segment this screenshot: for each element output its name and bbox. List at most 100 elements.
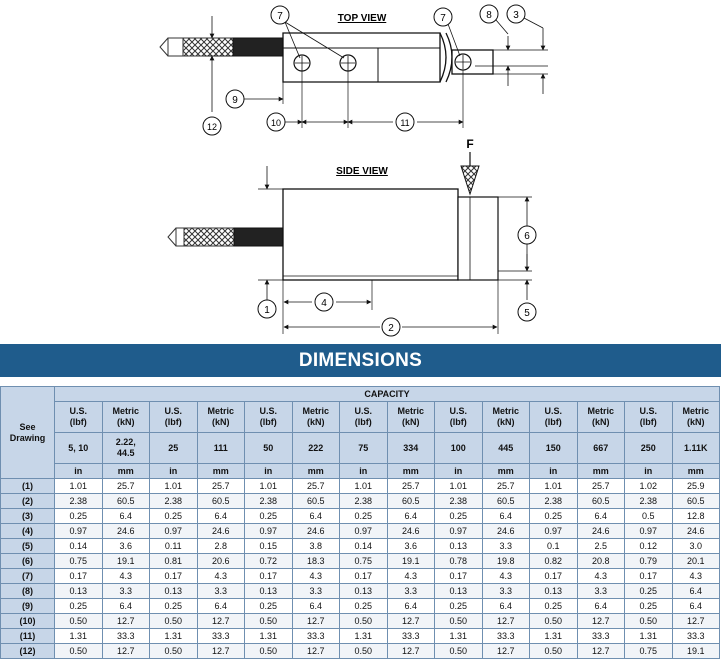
table-cell: 0.25	[529, 508, 578, 524]
table-cell: 12.7	[196, 643, 245, 659]
table-cell: 19.1	[671, 643, 720, 659]
table-cell: 12.7	[101, 613, 150, 629]
table-cell: 25.7	[576, 478, 625, 494]
table-cell: 0.25	[244, 598, 293, 614]
table-cell: 0.50	[434, 613, 483, 629]
capacity-value: 334	[386, 432, 435, 464]
table-cell: 2.8	[196, 538, 245, 554]
table-cell: 19.1	[386, 553, 435, 569]
table-cell: 1.01	[339, 478, 388, 494]
table-cell: 0.25	[624, 583, 673, 599]
callout-6: 6	[517, 225, 537, 245]
row-label: (7)	[0, 568, 55, 584]
see-drawing-header: See Drawing	[0, 386, 55, 479]
callout-5: 5	[517, 302, 537, 322]
table-cell: 33.3	[671, 628, 720, 644]
table-cell: 19.1	[101, 553, 150, 569]
mounting-hole	[293, 54, 311, 72]
table-cell: 3.3	[291, 583, 340, 599]
svg-text:8: 8	[486, 10, 492, 21]
table-cell: 4.3	[386, 568, 435, 584]
table-cell: 0.50	[149, 613, 198, 629]
table-cell: 0.25	[434, 598, 483, 614]
table-cell: 6.4	[291, 508, 340, 524]
row-label: (9)	[0, 598, 55, 614]
table-cell: 0.50	[529, 643, 578, 659]
table-cell: 0.13	[434, 538, 483, 554]
table-cell: 12.7	[291, 643, 340, 659]
capacity-value: 111	[196, 432, 245, 464]
table-cell: 4.3	[576, 568, 625, 584]
unit-header: Metric(kN)	[196, 401, 245, 433]
length-unit: in	[434, 463, 483, 479]
capacity-value: 2.22,44.5	[101, 432, 150, 464]
length-unit: mm	[196, 463, 245, 479]
unit-header: Metric(kN)	[101, 401, 150, 433]
row-label: (4)	[0, 523, 55, 539]
table-cell: 0.17	[149, 568, 198, 584]
table-cell: 24.6	[291, 523, 340, 539]
capacity-header: CAPACITY	[54, 386, 720, 402]
table-cell: 1.01	[244, 478, 293, 494]
callout-10: 10	[266, 112, 286, 132]
length-unit: in	[339, 463, 388, 479]
capacity-value: 1.11K	[671, 432, 720, 464]
table-cell: 4.3	[481, 568, 530, 584]
top-body	[282, 32, 494, 83]
table-cell: 2.5	[576, 538, 625, 554]
dimensions-table-wrap: See Drawing CAPACITY U.S.(lbf) Metric(kN)…	[0, 386, 721, 659]
svg-text:2: 2	[388, 323, 394, 334]
table-cell: 2.38	[149, 493, 198, 509]
table-cell: 25.7	[481, 478, 530, 494]
row-label: (10)	[0, 613, 55, 629]
top-cable	[159, 37, 284, 57]
table-cell: 0.11	[149, 538, 198, 554]
table-cell: 0.97	[529, 523, 578, 539]
table-cell: 6.4	[576, 508, 625, 524]
table-cell: 1.31	[339, 628, 388, 644]
table-cell: 4.3	[196, 568, 245, 584]
mounting-hole	[454, 53, 472, 71]
table-cell: 1.01	[434, 478, 483, 494]
capacity-value: 222	[291, 432, 340, 464]
table-cell: 24.6	[576, 523, 625, 539]
table-cell: 2.38	[624, 493, 673, 509]
force-label: F	[466, 137, 473, 151]
table-cell: 33.3	[386, 628, 435, 644]
dimension-drawing: TOP VIEW	[159, 4, 548, 337]
table-cell: 0.25	[244, 508, 293, 524]
row-label: (5)	[0, 538, 55, 554]
table-cell: 0.50	[339, 613, 388, 629]
table-cell: 2.38	[54, 493, 103, 509]
table-cell: 12.7	[576, 643, 625, 659]
table-cell: 0.25	[434, 508, 483, 524]
length-unit: in	[149, 463, 198, 479]
table-cell: 33.3	[196, 628, 245, 644]
table-cell: 0.50	[434, 643, 483, 659]
table-cell: 24.6	[481, 523, 530, 539]
table-cell: 60.5	[291, 493, 340, 509]
table-cell: 0.97	[339, 523, 388, 539]
length-unit: in	[244, 463, 293, 479]
callout-8: 8	[479, 4, 499, 24]
table-cell: 0.12	[624, 538, 673, 554]
table-cell: 1.31	[244, 628, 293, 644]
table-cell: 12.7	[671, 613, 720, 629]
row-label: (2)	[0, 493, 55, 509]
length-unit: in	[529, 463, 578, 479]
svg-text:6: 6	[524, 231, 530, 242]
side-cable	[167, 227, 285, 247]
table-cell: 12.7	[101, 643, 150, 659]
table-cell: 3.3	[481, 583, 530, 599]
table-cell: 18.3	[291, 553, 340, 569]
table-cell: 6.4	[671, 583, 720, 599]
table-cell: 0.25	[339, 508, 388, 524]
table-cell: 0.25	[529, 598, 578, 614]
unit-header: U.S.(lbf)	[434, 401, 483, 433]
table-cell: 12.7	[386, 643, 435, 659]
